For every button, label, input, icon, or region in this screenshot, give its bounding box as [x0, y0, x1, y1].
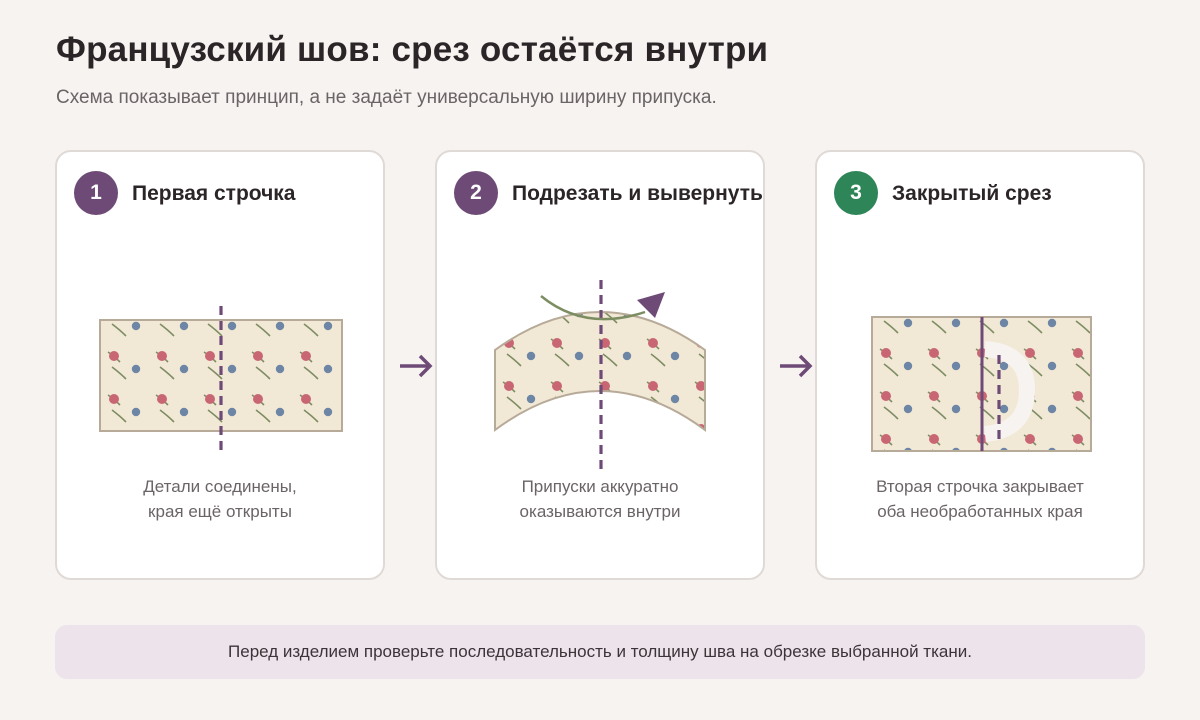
closed-seam-illustration	[871, 316, 1092, 452]
step-number-badge: 3	[834, 171, 878, 215]
step-title: Подрезать и вывернуть	[512, 182, 763, 205]
step-card-1: 1 Первая строчка Детали соединены, края …	[55, 150, 385, 580]
step-caption: Вторая строчка закрывает оба необработан…	[876, 477, 1084, 521]
footer-note: Перед изделием проверьте последовательно…	[55, 625, 1145, 679]
first-stitch-illustration	[99, 306, 343, 450]
step-number-badge: 2	[454, 171, 498, 215]
page-subtitle: Схема показывает принцип, а не задаёт ун…	[56, 87, 717, 108]
step-title: Закрытый срез	[892, 182, 1052, 205]
trim-and-turn-illustration	[494, 280, 706, 470]
enclosed-seam-allowance	[983, 341, 1036, 442]
step-number-badge: 1	[74, 171, 118, 215]
step-card-2: 2 Подрезать и вывернуть Припуски аккурат…	[435, 150, 765, 580]
step-title: Первая строчка	[132, 182, 296, 205]
turn-arrow-icon	[540, 295, 646, 321]
arrow-right-icon	[780, 354, 813, 378]
step-card-3: 3 Закрытый срез Вторая строчка закрывает…	[815, 150, 1145, 580]
page-title: Французский шов: срез остаётся внутри	[56, 30, 769, 69]
step-caption: Детали соединены, края ещё открыты	[143, 477, 297, 521]
arrow-right-icon	[400, 354, 433, 378]
step-caption: Припуски аккуратно оказываются внутри	[519, 477, 681, 521]
